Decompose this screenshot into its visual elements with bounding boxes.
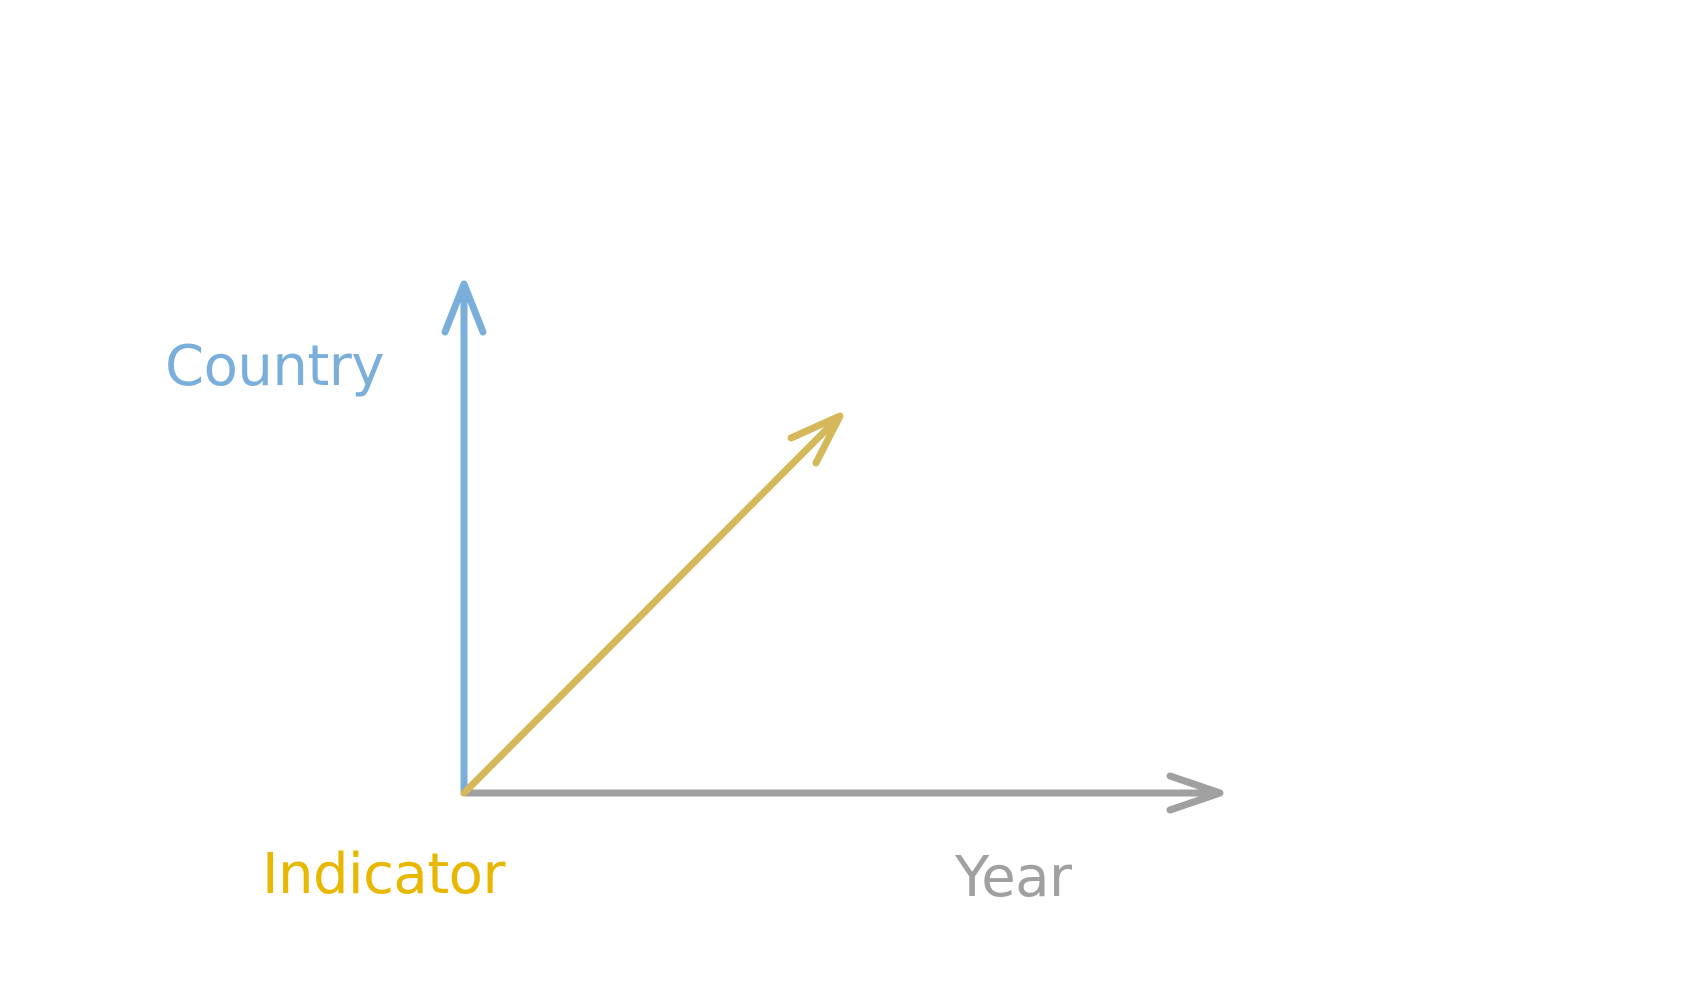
indicator-axis-arrow: [460, 412, 844, 797]
country-axis-label: Country: [165, 334, 384, 399]
indicator-axis-label: Indicator: [262, 842, 505, 907]
year-axis-label: Year: [955, 845, 1072, 910]
year-axis-arrow: [460, 772, 1224, 814]
country-axis-arrow: [441, 280, 487, 797]
